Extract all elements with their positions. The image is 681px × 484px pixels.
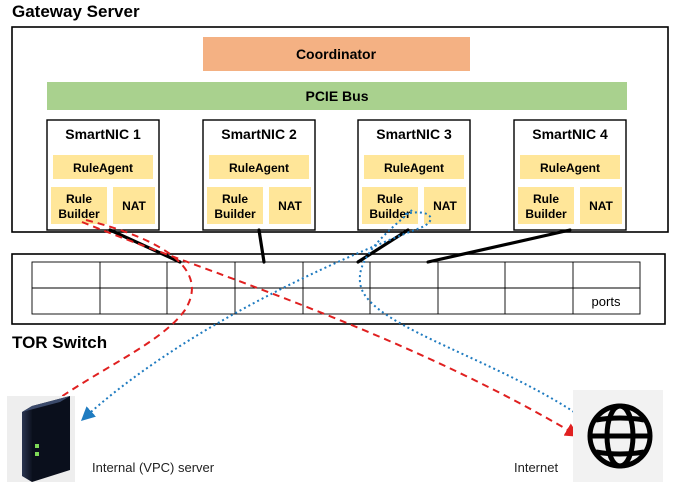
rule-agent — [520, 155, 620, 179]
rule-builder-label: Rule — [222, 192, 248, 206]
link-nic2-port — [257, 228, 266, 264]
pcie-bus-label: PCIE Bus — [305, 88, 368, 104]
smartnic-title: SmartNIC 3 — [376, 126, 452, 142]
globe-icon — [573, 390, 663, 482]
link-nic4-port — [426, 228, 572, 264]
rule-builder-label: Builder — [214, 207, 256, 221]
pcie-bus — [47, 82, 627, 110]
nat-label: NAT — [278, 199, 302, 213]
rule-agent — [364, 155, 464, 179]
red-path-to-internet — [81, 221, 580, 437]
nat-label: NAT — [122, 199, 146, 213]
rule-builder-label: Rule — [533, 192, 559, 206]
red-path-to-server — [38, 219, 193, 413]
rule-builder-label: Builder — [369, 207, 411, 221]
rule-agent-label: RuleAgent — [73, 161, 133, 175]
blue-path-to-server — [80, 211, 432, 421]
rule-agent-label: RuleAgent — [229, 161, 289, 175]
smartnic-title: SmartNIC 2 — [221, 126, 297, 142]
switch-port-grid — [31, 261, 641, 315]
rule-agent — [53, 155, 153, 179]
nat-module — [269, 187, 311, 224]
nat-label: NAT — [433, 199, 457, 213]
nat-module — [424, 187, 466, 224]
rule-agent-label: RuleAgent — [384, 161, 444, 175]
rule-agent-label: RuleAgent — [540, 161, 600, 175]
coordinator-box — [203, 37, 470, 71]
rule-builder-label: Builder — [525, 207, 567, 221]
rule-builder — [362, 187, 418, 224]
nat-module — [113, 187, 155, 224]
smartnic-title: SmartNIC 1 — [65, 126, 141, 142]
link-nic1-port — [108, 228, 182, 264]
coordinator-label: Coordinator — [296, 46, 377, 62]
ports-label: ports — [592, 294, 621, 309]
internal-server-label: Internal (VPC) server — [92, 460, 215, 475]
rule-builder — [518, 187, 574, 224]
rule-builder-label: Rule — [66, 192, 92, 206]
rule-builder-label: Rule — [377, 192, 403, 206]
smartnic-title: SmartNIC 4 — [532, 126, 608, 142]
smartnic-1: SmartNIC 1 RuleAgent Rule Builder NAT — [46, 119, 160, 231]
blue-path-to-internet — [358, 209, 587, 421]
nat-label: NAT — [589, 199, 613, 213]
rule-builder-label: Builder — [58, 207, 100, 221]
smartnic-4: SmartNIC 4 RuleAgent Rule Builder NAT — [513, 119, 627, 231]
nat-module — [580, 187, 622, 224]
rule-builder — [207, 187, 263, 224]
gateway-title: Gateway Server — [12, 2, 140, 21]
rule-agent — [209, 155, 309, 179]
tor-switch-title: TOR Switch — [12, 333, 107, 352]
smartnic-3: SmartNIC 3 RuleAgent Rule Builder NAT — [357, 119, 471, 231]
tor-switch-box — [11, 253, 666, 325]
rule-builder — [51, 187, 107, 224]
smartnic-2: SmartNIC 2 RuleAgent Rule Builder NAT — [202, 119, 316, 231]
server-icon — [7, 396, 75, 482]
internet-label: Internet — [514, 460, 558, 475]
